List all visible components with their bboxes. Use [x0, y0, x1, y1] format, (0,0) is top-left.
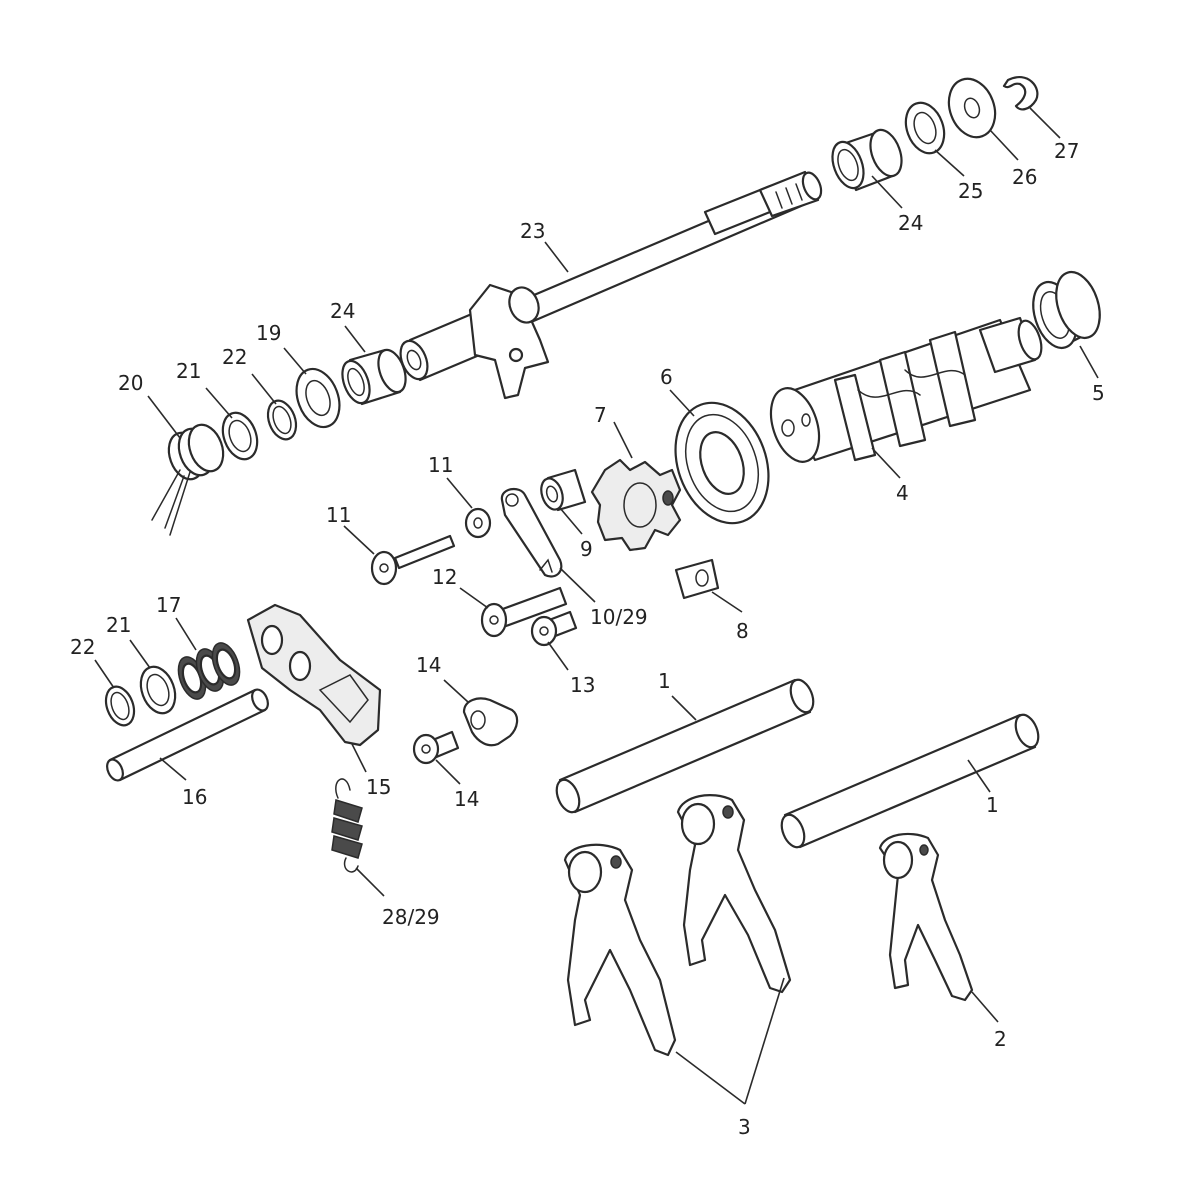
callout-24-upper: 24 [898, 211, 923, 235]
bolt-14-upper-part [530, 610, 578, 647]
callout-15: 14 [416, 653, 441, 677]
callout-11: 11 [326, 503, 351, 527]
callout-6: 6 [660, 365, 673, 389]
callout-9: 9 [580, 537, 593, 561]
star-cam-7-part [590, 458, 682, 552]
washer-26-part [947, 77, 997, 139]
washer-21-upper-part [221, 411, 259, 461]
callout-18: 17 [156, 593, 181, 617]
selector-pawl-10-part [500, 487, 563, 578]
callout-1-upper: 1 [658, 669, 671, 693]
callout-13: 12 [432, 565, 457, 589]
spring-18-part [177, 642, 241, 700]
bush-9-part [540, 468, 587, 512]
oil-seal-part [904, 101, 946, 155]
callout-23: 23 [520, 219, 545, 243]
washer-12-part [464, 507, 492, 539]
selector-drum-part [769, 316, 1043, 463]
detent-block-8-part [674, 558, 720, 600]
callout-24-left: 24 [330, 299, 355, 323]
cam-plate-15-part [462, 697, 519, 747]
needle-bearing-left-part [341, 348, 407, 406]
callout-16: 15 [366, 775, 391, 799]
callout-26: 26 [1012, 165, 1037, 189]
callout-4: 4 [896, 481, 909, 505]
callout-1-lower: 1 [986, 793, 999, 817]
bolt-14-lower-part [412, 730, 460, 765]
circlip-22-upper-part [266, 399, 298, 441]
ball-bearing-6-part [674, 401, 770, 525]
callout-28-29: 28/29 [382, 905, 440, 929]
pin-17-part [106, 688, 269, 782]
callout-17: 16 [182, 785, 207, 809]
callout-25: 25 [958, 179, 983, 203]
callout-5: 5 [1092, 381, 1105, 405]
circlip-22-lower-part [104, 685, 136, 727]
fork-shaft-1-lower-part [780, 713, 1040, 849]
callout-22-lower: 22 [70, 635, 95, 659]
callout-10-29: 10/29 [590, 605, 648, 629]
callout-8: 8 [736, 619, 749, 643]
callout-22-upper: 22 [222, 345, 247, 369]
selector-arm-16-part [246, 603, 382, 747]
shift-fork-3-left-part [563, 843, 677, 1057]
bolt-11-part [370, 534, 456, 586]
needle-bearing-upper-part [831, 128, 903, 192]
callout-2: 2 [994, 1027, 1007, 1051]
washer-19-part [295, 367, 341, 429]
callout-20: 20 [118, 371, 143, 395]
shift-fork-2-part [878, 832, 974, 1002]
torsion-spring-20-part [151, 423, 225, 536]
needle-bearing-5-part [1032, 270, 1101, 350]
callout-7: 7 [594, 403, 607, 427]
callout-19: 19 [256, 321, 281, 345]
circlip-27-part [1002, 76, 1039, 111]
callout-12: 11 [428, 453, 453, 477]
callout-21-lower: 21 [106, 613, 131, 637]
callout-labels: 23 24 25 26 27 20 21 22 19 24 6 5 4 7 11… [70, 139, 1105, 1139]
callout-14-lower: 14 [454, 787, 479, 811]
callout-14-upper: 13 [570, 673, 595, 697]
washer-21-lower-part [139, 665, 177, 715]
selector-shaft-part [399, 170, 823, 400]
extension-spring-28-part [331, 778, 363, 873]
leader-lines [94, 107, 1099, 1105]
fork-shaft-1-upper-part [555, 678, 815, 814]
callout-21-upper: 21 [176, 359, 201, 383]
shift-fork-3-middle-part [676, 794, 792, 994]
bolt-13-part [480, 586, 568, 638]
callout-3: 3 [738, 1115, 751, 1139]
callout-27: 27 [1054, 139, 1079, 163]
